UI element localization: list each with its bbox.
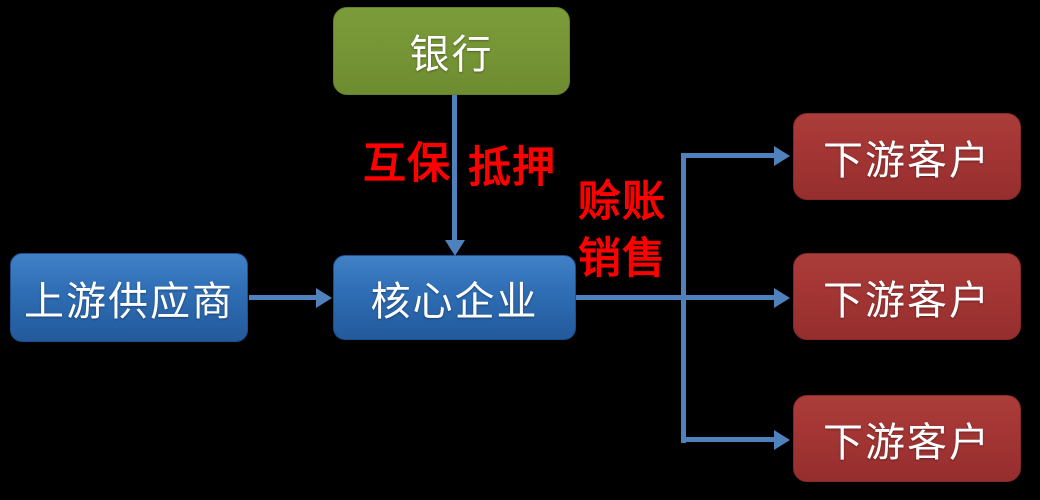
core-enterprise-node: 核心企业 bbox=[333, 255, 576, 340]
upstream-supplier-node: 上游供应商 bbox=[10, 253, 248, 342]
upstream-to-core-arrow-line bbox=[249, 295, 319, 300]
core-enterprise-label: 核心企业 bbox=[370, 279, 539, 324]
branch-to-downstream1-arrow-line bbox=[681, 153, 775, 158]
upstream-to-core-arrowhead-icon bbox=[316, 288, 332, 308]
core-to-downstream2-arrowhead-icon bbox=[774, 288, 790, 308]
collateral-label: 抵押 bbox=[468, 144, 556, 192]
downstream-customer-node-2: 下游客户 bbox=[793, 253, 1021, 340]
bank-to-core-arrowhead-icon bbox=[445, 240, 465, 256]
branch-to-downstream3-arrowhead-icon bbox=[774, 430, 790, 450]
bank-node-label: 银行 bbox=[409, 33, 494, 77]
downstream-customer-label-3: 下游客户 bbox=[823, 420, 991, 465]
branch-to-downstream1-arrowhead-icon bbox=[774, 146, 790, 166]
downstream-customer-node-3: 下游客户 bbox=[793, 395, 1021, 482]
bank-to-core-arrow-line bbox=[452, 95, 457, 241]
branch-to-downstream3-arrow-line bbox=[681, 437, 775, 442]
downstream-customer-label-2: 下游客户 bbox=[823, 278, 991, 323]
branch-vertical-line bbox=[681, 153, 686, 443]
downstream-customer-node-1: 下游客户 bbox=[793, 113, 1021, 200]
bank-node: 银行 bbox=[333, 7, 570, 95]
upstream-supplier-label: 上游供应商 bbox=[24, 279, 234, 324]
credit-sales-label-line2: 销售 bbox=[578, 235, 666, 283]
downstream-customer-label-1: 下游客户 bbox=[823, 138, 991, 183]
core-to-downstream2-arrow-line bbox=[576, 295, 775, 300]
credit-sales-label-line1: 赊账 bbox=[578, 178, 666, 226]
mutual-guarantee-label: 互保 bbox=[363, 140, 451, 188]
